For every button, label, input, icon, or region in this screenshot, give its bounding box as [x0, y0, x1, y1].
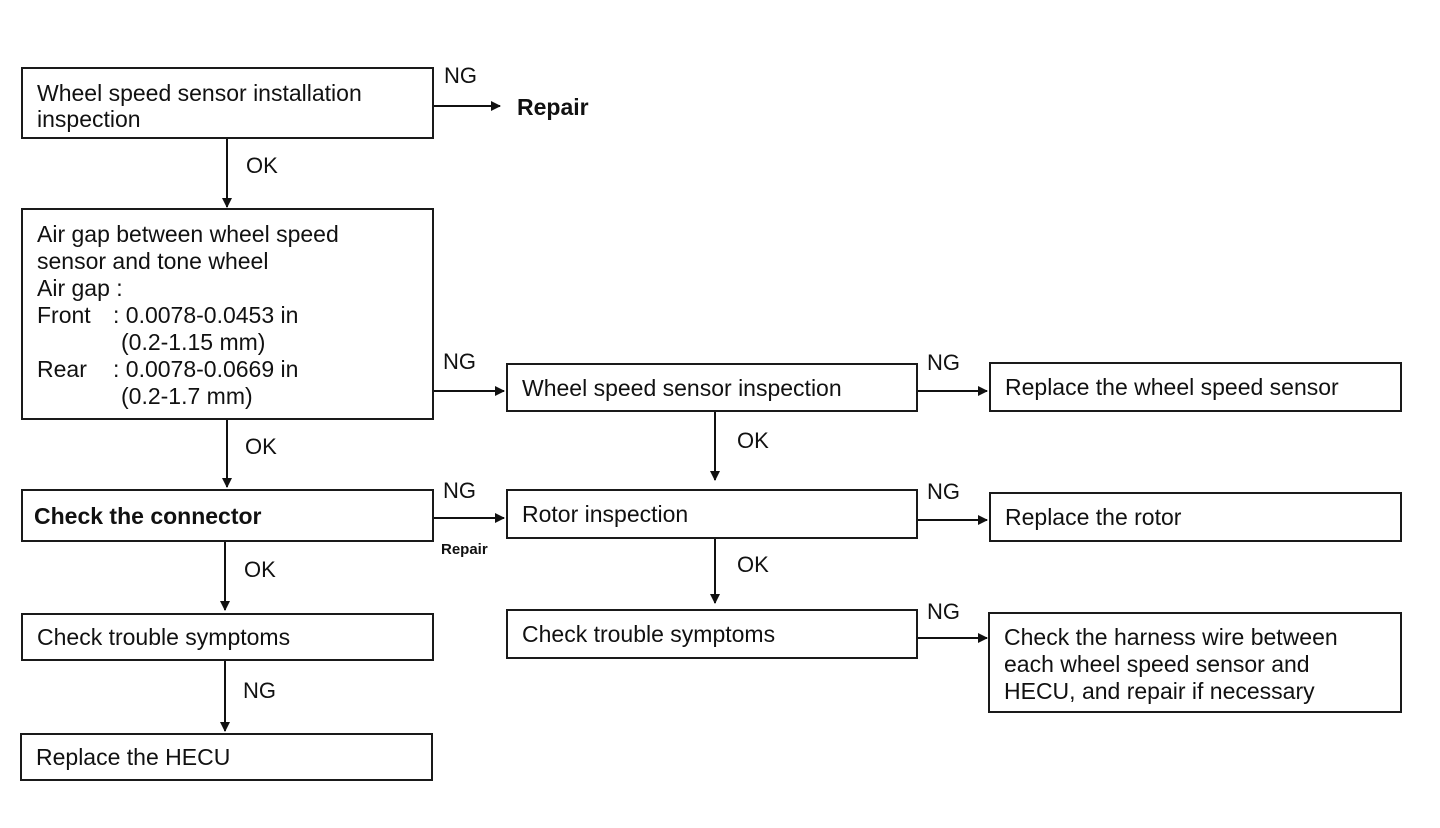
sensor-inspection-label: Wheel speed sensor inspection [522, 374, 842, 401]
ng-label-installation: NG [444, 63, 477, 88]
airgap-line1: Air gap between wheel speed [37, 221, 339, 247]
airgap-front-label: Front [37, 302, 91, 328]
ok-label-connector: OK [244, 557, 276, 582]
sensor-inspection-box: Wheel speed sensor inspection [506, 363, 918, 412]
ng-label-trouble-left: NG [243, 678, 276, 703]
airgap-rear-label: Rear [37, 356, 87, 382]
ok-label-installation: OK [246, 153, 278, 178]
replace-hecu-box: Replace the HECU [20, 733, 433, 781]
harness-line2: each wheel speed sensor and [1004, 651, 1310, 677]
airgap-line3: Air gap : [37, 275, 123, 301]
check-trouble-left-box: Check trouble symptoms [21, 613, 434, 661]
installation-inspection-box: Wheel speed sensor installation inspecti… [21, 67, 434, 139]
harness-line1: Check the harness wire between [1004, 624, 1338, 650]
ok-label-rotor: OK [737, 552, 769, 577]
replace-hecu-label: Replace the HECU [36, 744, 231, 770]
ng-label-connector: NG [443, 478, 476, 503]
airgap-front-value: : 0.0078-0.0453 in [113, 302, 299, 328]
harness-box: Check the harness wire between each whee… [988, 612, 1402, 713]
replace-sensor-box: Replace the wheel speed sensor [989, 362, 1402, 412]
check-trouble-right-label: Check trouble symptoms [522, 621, 776, 647]
replace-rotor-label: Replace the rotor [1005, 504, 1182, 530]
check-trouble-left-label: Check trouble symptoms [37, 624, 291, 650]
ng-label-sensor: NG [927, 350, 960, 375]
rotor-inspection-box: Rotor inspection [506, 489, 918, 539]
repair-terminal: Repair [517, 94, 589, 120]
repair-small-label: Repair [441, 541, 488, 558]
airgap-rear-value: : 0.0078-0.0669 in [113, 356, 299, 382]
installation-line2: inspection [37, 106, 141, 132]
airgap-line2: sensor and tone wheel [37, 248, 269, 274]
replace-sensor-label: Replace the wheel speed sensor [1005, 374, 1339, 400]
check-connector-box: Check the connector [21, 489, 434, 542]
airgap-front-mm: (0.2-1.15 mm) [121, 329, 266, 355]
replace-rotor-box: Replace the rotor [989, 492, 1402, 542]
airgap-front: Front : 0.0078-0.0453 in [37, 302, 418, 329]
check-connector-label: Check the connector [34, 502, 262, 529]
airgap-box: Air gap between wheel speed sensor and t… [21, 208, 434, 420]
harness-line3: HECU, and repair if necessary [1004, 678, 1315, 704]
ng-label-trouble-right: NG [927, 599, 960, 624]
installation-line1: Wheel speed sensor installation [37, 80, 362, 106]
ng-label-airgap: NG [443, 349, 476, 374]
ng-label-rotor: NG [927, 479, 960, 504]
rotor-inspection-label: Rotor inspection [522, 501, 689, 527]
ok-label-airgap: OK [245, 434, 277, 459]
airgap-rear: Rear : 0.0078-0.0669 in [37, 356, 418, 383]
ok-label-sensor: OK [737, 428, 769, 453]
check-trouble-right-box: Check trouble symptoms [506, 609, 918, 659]
airgap-rear-mm: (0.2-1.7 mm) [121, 383, 253, 409]
